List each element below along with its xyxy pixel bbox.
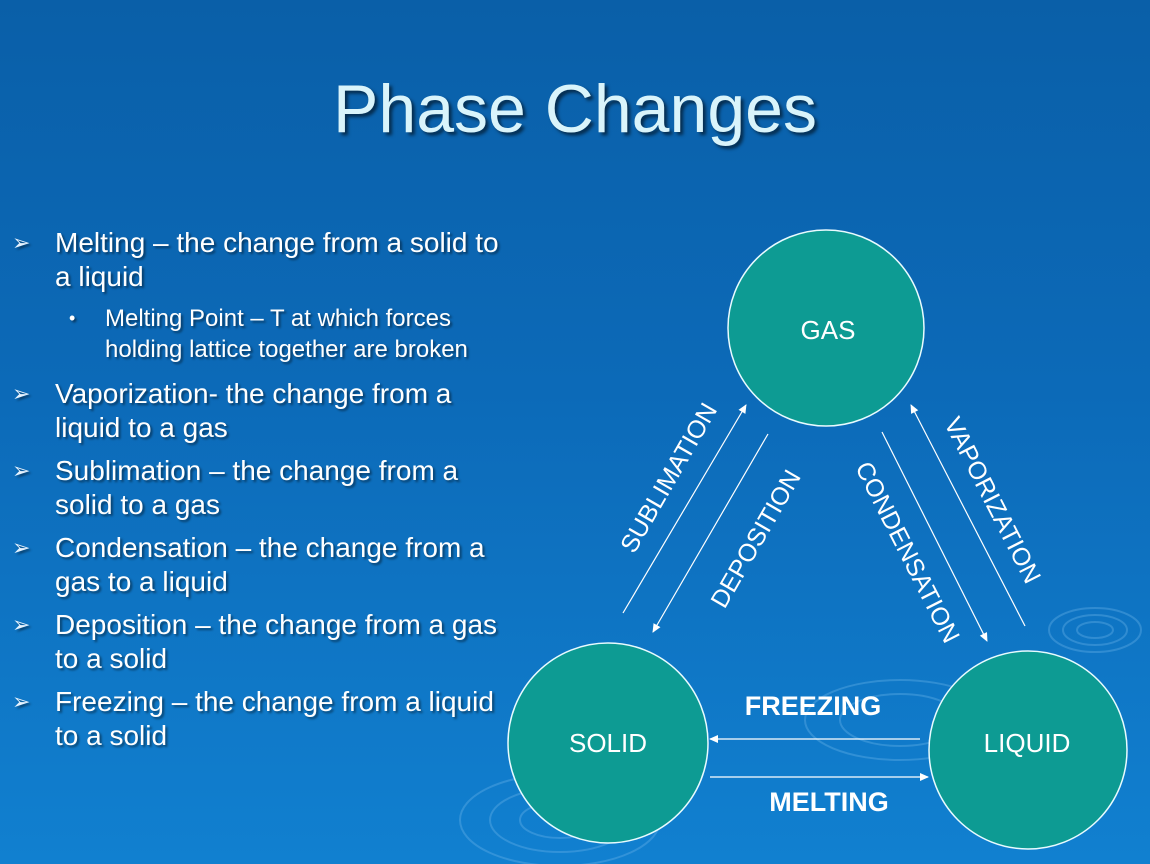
- arrow-bullet-icon: ➢: [12, 535, 31, 560]
- dot-bullet-icon: •: [69, 308, 76, 328]
- bullet-text: Sublimation – the change from a solid to…: [55, 455, 459, 520]
- sublimation-arrow: [622, 404, 747, 614]
- solid-label: SOLID: [569, 728, 647, 758]
- freezing-label: FREEZING: [745, 691, 882, 721]
- liquid-label: LIQUID: [984, 728, 1071, 758]
- arrow-bullet-icon: ➢: [12, 689, 31, 714]
- condensation-arrow: [881, 431, 988, 642]
- list-item: ➢ Vaporization- the change from a liquid…: [12, 377, 502, 445]
- liquid-node: [928, 650, 1128, 850]
- arrow-bullet-icon: ➢: [12, 458, 31, 483]
- bullet-text: Vaporization- the change from a liquid t…: [55, 378, 452, 443]
- arrow-bullet-icon: ➢: [12, 612, 31, 637]
- sub-bullet-text: Melting Point – T at which forces holdin…: [105, 305, 468, 363]
- list-item: ➢ Deposition – the change from a gas to …: [12, 608, 502, 676]
- bullet-list: ➢ Melting – the change from a solid to a…: [12, 226, 502, 762]
- list-item: ➢ Freezing – the change from a liquid to…: [12, 685, 502, 753]
- list-item: ➢ Melting – the change from a solid to a…: [12, 226, 502, 294]
- arrow-bullet-icon: ➢: [12, 230, 31, 255]
- list-item: ➢ Sublimation – the change from a solid …: [12, 454, 502, 522]
- bullet-text: Melting – the change from a solid to a l…: [55, 227, 499, 292]
- gas-label: GAS: [801, 315, 856, 345]
- vaporization-arrow: [910, 404, 1026, 627]
- arrow-bullet-icon: ➢: [12, 381, 31, 406]
- slide-title: Phase Changes: [333, 71, 817, 147]
- condensation-label: CONDENSATION: [849, 457, 965, 648]
- sublimation-label: SUBLIMATION: [615, 398, 723, 557]
- bullet-text: Freezing – the change from a liquid to a…: [55, 686, 494, 751]
- bullet-text: Deposition – the change from a gas to a …: [55, 609, 498, 674]
- melting-label: MELTING: [769, 787, 888, 817]
- solid-node: [507, 642, 709, 844]
- bullet-text: Condensation – the change from a gas to …: [55, 532, 485, 597]
- deposition-arrow: [652, 433, 769, 633]
- sub-list-item: • Melting Point – T at which forces hold…: [55, 303, 502, 365]
- gas-node: [727, 229, 925, 427]
- list-item: ➢ Condensation – the change from a gas t…: [12, 531, 502, 599]
- deposition-label: DEPOSITION: [705, 465, 806, 613]
